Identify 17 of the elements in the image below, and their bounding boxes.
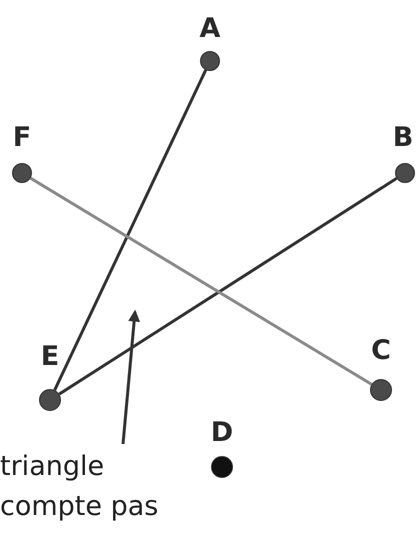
point-label: D: [210, 418, 234, 448]
point-dot: [12, 163, 32, 183]
point-label: E: [40, 342, 60, 372]
leader-arrow: [122, 310, 140, 444]
point-label: C: [371, 336, 391, 366]
line-segment: [30, 176, 372, 386]
point-dot: [395, 163, 415, 183]
point-dot: [39, 389, 61, 411]
point-label: A: [200, 14, 220, 44]
line-segment: [58, 177, 398, 396]
point-label: B: [392, 123, 414, 153]
point-dot: [370, 379, 392, 401]
line-segment: [53, 69, 208, 391]
note-text: triangle compte pas: [0, 447, 165, 527]
point-dot: [200, 51, 220, 71]
point-label: F: [12, 123, 32, 153]
point-dot: [211, 456, 233, 478]
